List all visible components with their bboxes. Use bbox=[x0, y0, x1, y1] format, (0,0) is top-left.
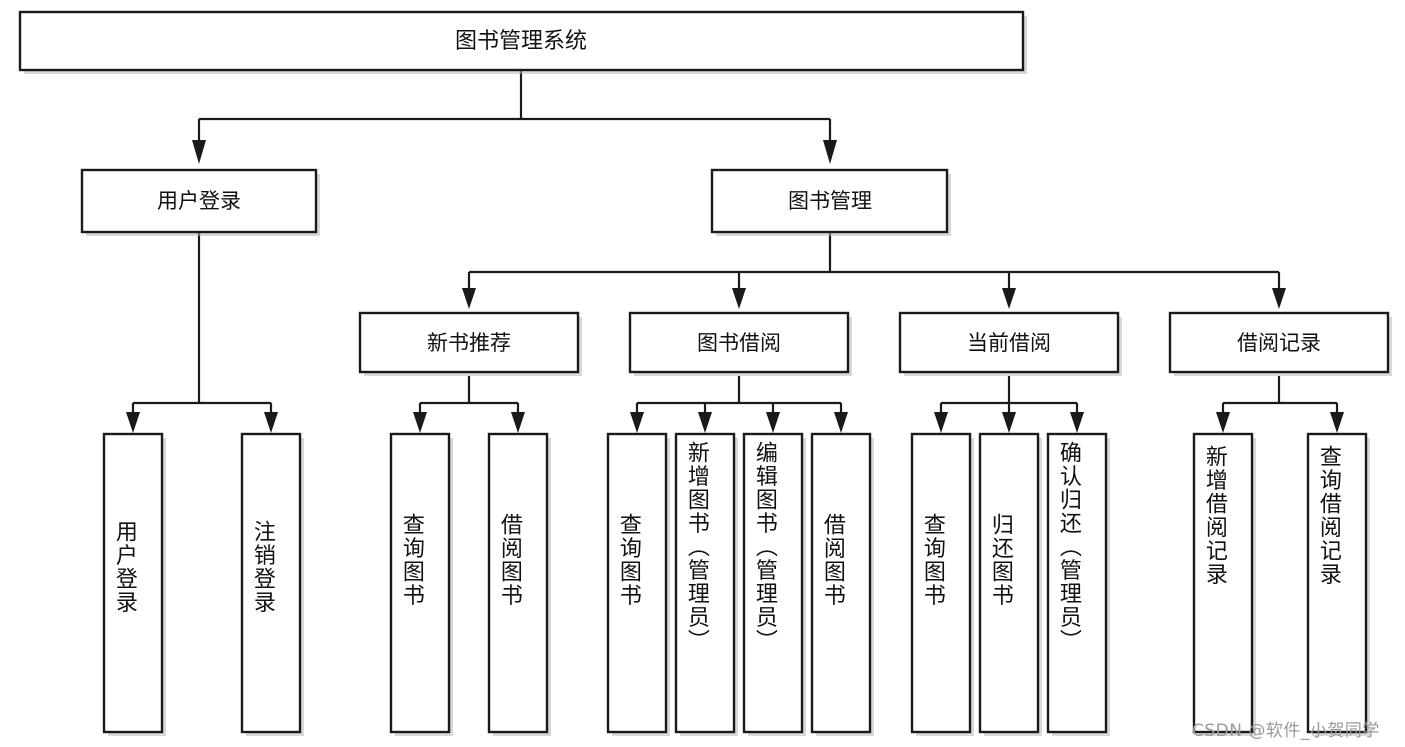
connector-group-borrow-record bbox=[1216, 376, 1344, 433]
node-book-management-box[interactable] bbox=[710, 168, 949, 234]
leaf-borrow-book-2-box[interactable] bbox=[810, 432, 872, 734]
arrow-head-leaf-query-book-2 bbox=[630, 412, 644, 433]
leaf-query-book-3-box[interactable] bbox=[910, 432, 972, 734]
node-new-book-recommend[interactable]: 新书推荐 bbox=[358, 311, 582, 376]
node-current-borrow[interactable]: 当前借阅 bbox=[898, 311, 1122, 376]
arrow-head-book-borrow bbox=[732, 288, 746, 309]
arrow-head-leaf-query-record bbox=[1330, 412, 1344, 433]
node-book-borrow-label: 图书借阅 bbox=[697, 331, 781, 355]
node-current-borrow-box[interactable] bbox=[898, 311, 1120, 374]
leaf-user-logout-box[interactable] bbox=[240, 432, 302, 734]
arrow-head-borrow-record bbox=[1272, 288, 1286, 309]
leaf-add-record-box[interactable] bbox=[1192, 432, 1254, 734]
connector-group-book-borrow bbox=[630, 376, 848, 433]
leaf-confirm-return-box[interactable] bbox=[1046, 432, 1108, 734]
connector-group-new-book-recommend bbox=[413, 376, 525, 433]
arrow-head-new-book-recommend bbox=[462, 288, 476, 309]
leaf-add-book-box[interactable] bbox=[674, 432, 736, 734]
node-root-label: 图书管理系统 bbox=[455, 29, 587, 54]
arrow-head-leaf-edit-book bbox=[766, 412, 780, 433]
arrow-head-user-login bbox=[192, 140, 206, 164]
connector-group-user-login bbox=[126, 233, 278, 433]
node-user-login-box[interactable] bbox=[80, 168, 318, 234]
node-new-book-recommend-box[interactable] bbox=[358, 311, 580, 374]
arrow-head-leaf-confirm-return bbox=[1070, 412, 1084, 433]
node-book-management[interactable]: 图书管理 bbox=[710, 168, 951, 236]
leaf-query-book-1-box[interactable] bbox=[389, 432, 451, 734]
node-borrow-record-label: 借阅记录 bbox=[1237, 331, 1321, 355]
arrow-head-leaf-add-book bbox=[698, 412, 712, 433]
leaf-borrow-book-1-box[interactable] bbox=[487, 432, 549, 734]
arrow-head-book-management bbox=[823, 140, 837, 164]
arrow-head-current-borrow bbox=[1002, 288, 1016, 309]
node-current-borrow-label: 当前借阅 bbox=[967, 331, 1051, 355]
leaf-query-book-2-box[interactable] bbox=[606, 432, 668, 734]
leaf-query-record-box[interactable] bbox=[1306, 432, 1368, 734]
node-borrow-record[interactable]: 借阅记录 bbox=[1168, 311, 1392, 376]
connector-group-book-management bbox=[462, 233, 1286, 309]
leaf-edit-book-box[interactable] bbox=[742, 432, 804, 734]
node-user-login[interactable]: 用户登录 bbox=[80, 168, 320, 236]
arrow-head-leaf-query-book-1 bbox=[413, 412, 427, 433]
arrow-head-leaf-user-logout bbox=[264, 412, 278, 433]
connector-group-root bbox=[192, 71, 837, 164]
arrow-head-leaf-return-book bbox=[1002, 412, 1016, 433]
node-root-box[interactable] bbox=[18, 10, 1025, 72]
node-user-login-label: 用户登录 bbox=[157, 189, 241, 213]
node-borrow-record-box[interactable] bbox=[1168, 311, 1390, 374]
arrow-head-leaf-add-record bbox=[1216, 412, 1230, 433]
arrow-head-leaf-query-book-3 bbox=[934, 412, 948, 433]
leaf-boxes bbox=[102, 432, 1370, 736]
arrow-head-leaf-borrow-book-2 bbox=[834, 412, 848, 433]
node-new-book-recommend-label: 新书推荐 bbox=[427, 331, 511, 355]
leaf-user-login-box[interactable] bbox=[102, 432, 164, 734]
arrow-head-leaf-borrow-book-1 bbox=[511, 412, 525, 433]
arrow-head-leaf-user-login bbox=[126, 412, 140, 433]
leaf-return-book-box[interactable] bbox=[978, 432, 1040, 734]
watermark-text: CSDN @软件_小贺同学 bbox=[1192, 721, 1380, 741]
connector-group-current-borrow bbox=[934, 376, 1084, 433]
node-root[interactable]: 图书管理系统 bbox=[18, 10, 1027, 74]
node-book-borrow-box[interactable] bbox=[628, 311, 850, 374]
node-book-borrow[interactable]: 图书借阅 bbox=[628, 311, 852, 376]
node-book-management-label: 图书管理 bbox=[788, 189, 872, 213]
